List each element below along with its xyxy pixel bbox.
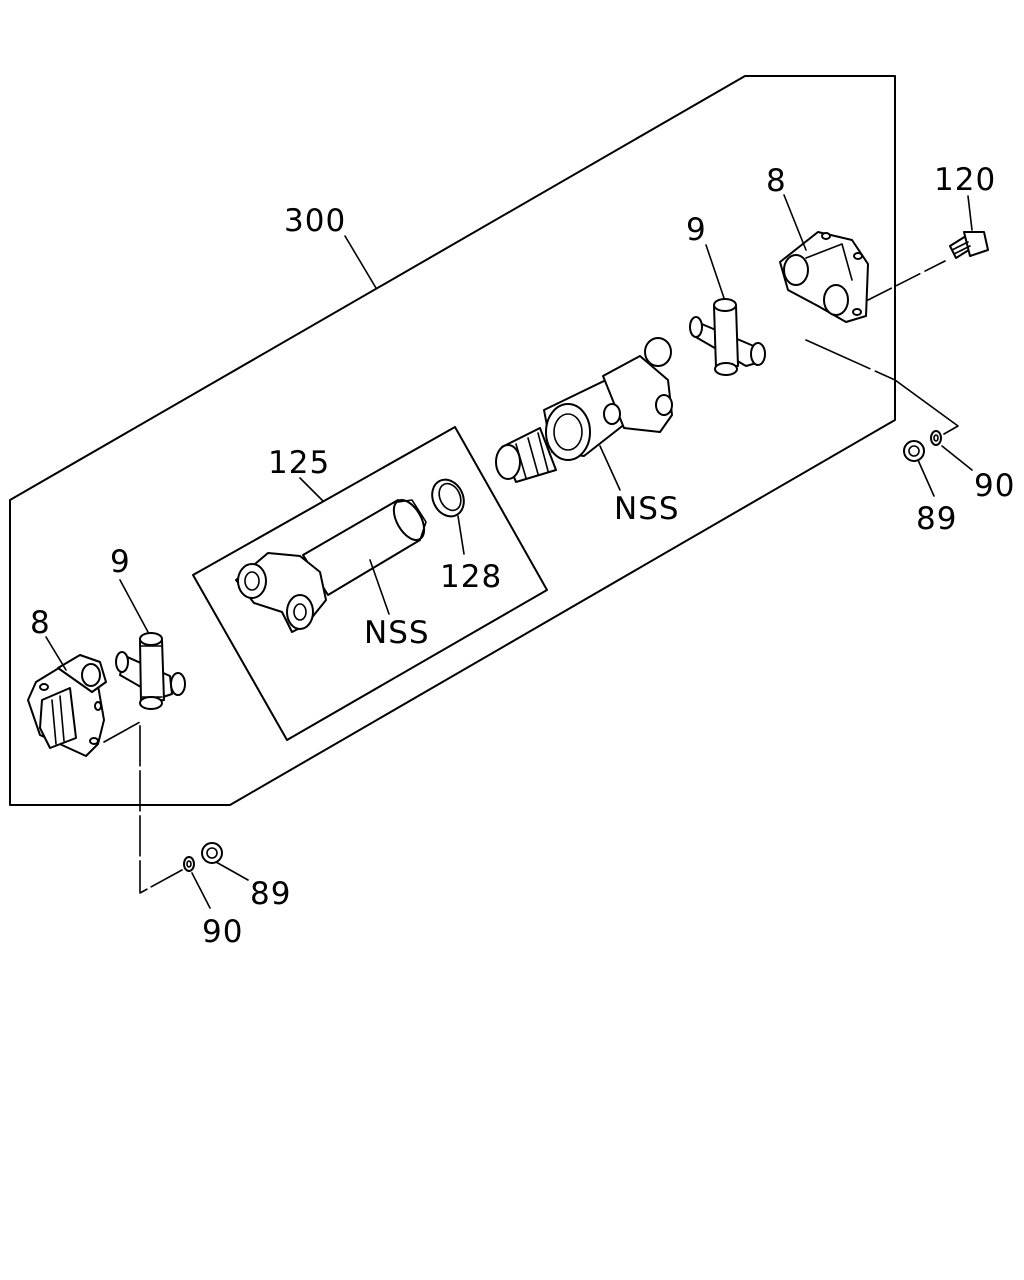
companion-flange-right [779,231,869,323]
callout-nss-slip: NSS [614,491,680,527]
assembly-centerlines [103,260,959,894]
washer-right [930,430,942,446]
callout-300: 300 [284,203,346,239]
universal-joint-spider-right [689,298,766,376]
assembly-boundary-outline [9,75,896,806]
callout-128: 128 [440,559,502,595]
callout-89-left: 89 [250,876,291,912]
slip-yoke [495,337,673,483]
universal-joint-spider-left [115,632,186,710]
flange-bolt [949,231,989,259]
callout-9-left: 9 [110,544,131,580]
nut-right [903,440,925,462]
callout-120: 120 [934,162,996,198]
tube-yoke-shaft [235,499,427,633]
callout-125: 125 [268,445,330,481]
washer-left [183,856,195,872]
callout-90-left: 90 [202,914,243,950]
nut-left [201,842,223,864]
callout-9-right: 9 [686,212,707,248]
callout-8-right: 8 [766,163,787,199]
dust-seal [431,478,465,518]
companion-flange-left [27,654,107,757]
callout-89-right: 89 [916,501,957,537]
callout-nss-yoke: NSS [364,615,430,651]
sub-assembly-boundary-outline [192,426,548,741]
callout-8-left: 8 [30,605,51,641]
leader-lines [45,194,973,909]
callout-90-right: 90 [974,468,1015,504]
